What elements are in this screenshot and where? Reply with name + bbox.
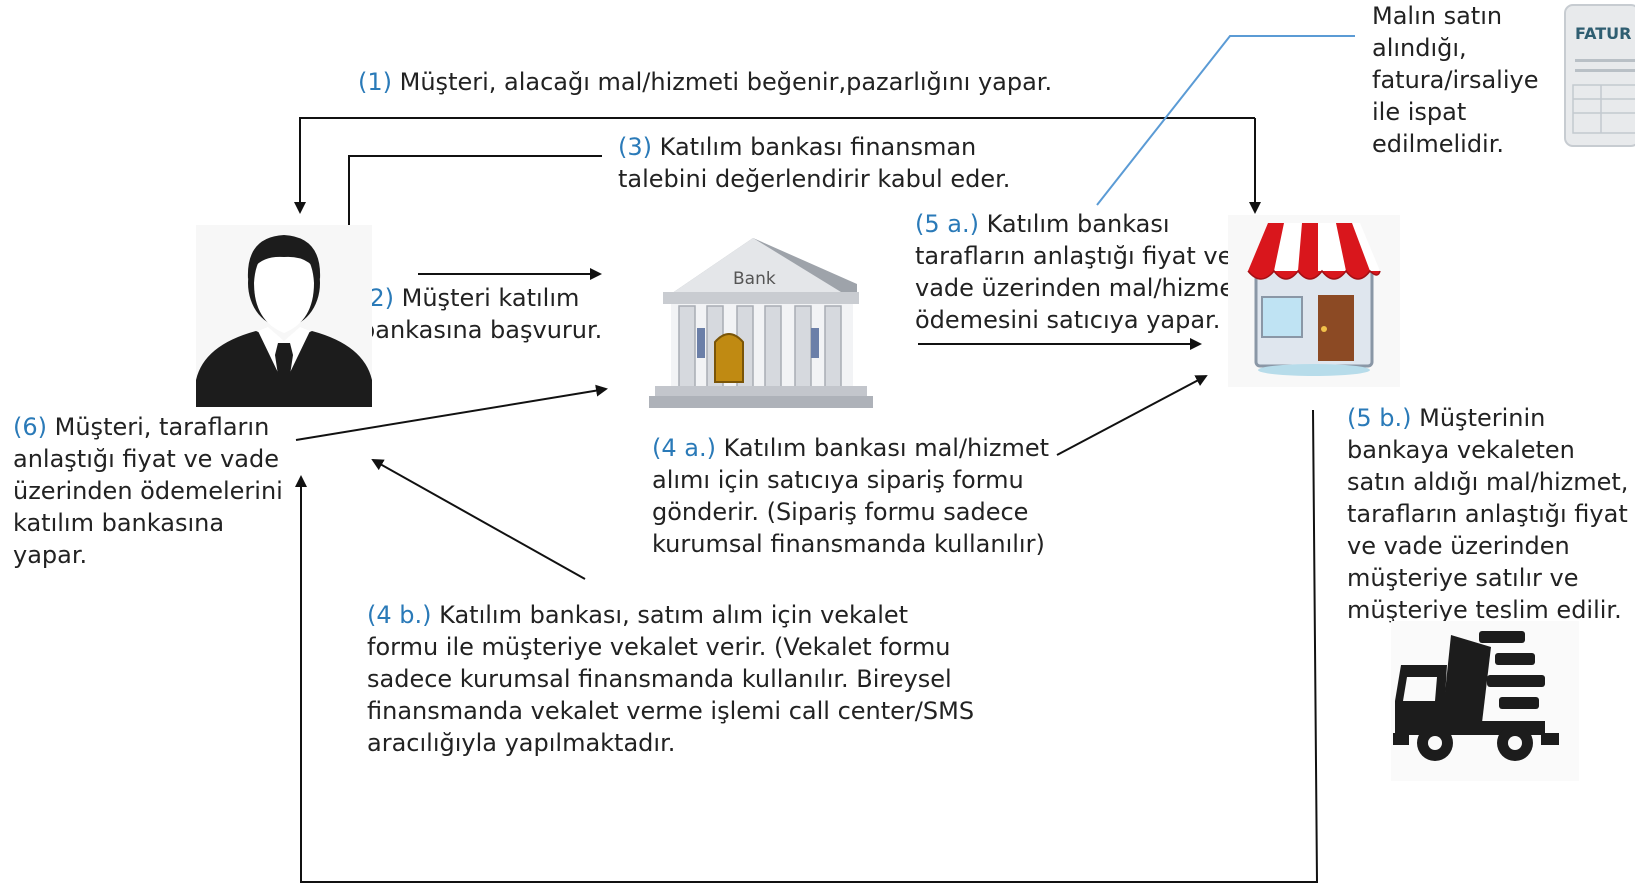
step2-line: bankasına başvurur. — [360, 316, 603, 344]
bank-icon: Bank — [649, 238, 873, 408]
arrow-step3 — [343, 155, 602, 239]
step3-number: (3) — [618, 133, 652, 161]
step6-line: üzerinden ödemelerini — [13, 477, 283, 505]
step4a-line: Katılım bankası mal/hizmet — [723, 434, 1050, 462]
step4a-line: gönderir. (Sipariş formu sadece — [652, 498, 1029, 526]
step1-number: (1) — [358, 68, 392, 96]
delivery-truck-icon — [1391, 621, 1579, 781]
invoice-note: Malın satın alındığı, fatura/irsaliye il… — [1372, 0, 1539, 160]
step5b-line: satın aldığı mal/hizmet, — [1347, 468, 1629, 496]
step4a-text: (4 a.) Katılım bankası mal/hizmet alımı … — [652, 432, 1049, 560]
step4b-line: aracılığıyla yapılmaktadır. — [367, 729, 676, 757]
step5a-text: (5 a.) Katılım bankası tarafların anlaşt… — [915, 208, 1244, 336]
step3-line: talebini değerlendirir kabul eder. — [618, 165, 1011, 193]
step5b-line: müşteriye teslim edilir. — [1347, 596, 1622, 624]
customer-icon — [196, 225, 372, 407]
step5a-line: tarafların anlaştığı fiyat ve — [915, 242, 1233, 270]
step5b-line: tarafların anlaştığı fiyat — [1347, 500, 1628, 528]
step4b-number: (4 b.) — [367, 601, 432, 629]
arrow-step1 — [294, 117, 1255, 214]
invoice-note-line: fatura/irsaliye — [1372, 66, 1539, 94]
invoice-note-line: alındığı, — [1372, 34, 1467, 62]
step5b-line: müşteriye satılır ve — [1347, 564, 1579, 592]
arrow-step4a — [1056, 375, 1208, 456]
step5a-line: ödemesini satıcıya yapar. — [915, 306, 1221, 334]
step4a-number: (4 a.) — [652, 434, 716, 462]
step5a-line: Katılım bankası — [986, 210, 1170, 238]
invoice-label: FATUR — [1575, 24, 1631, 43]
step6-number: (6) — [13, 413, 47, 441]
step5a-number: (5 a.) — [915, 210, 979, 238]
invoice-icon: FATUR — [1564, 4, 1635, 147]
step5b-line: bankaya vekaleten — [1347, 436, 1575, 464]
step6-line: anlaştığı fiyat ve vade — [13, 445, 279, 473]
invoice-note-line: edilmelidir. — [1372, 130, 1505, 158]
bank-sign-text: Bank — [733, 269, 776, 289]
step6-line: Müşteri, tarafların — [54, 413, 270, 441]
arrow-step6 — [295, 384, 608, 441]
step4a-line: kurumsal finansmanda kullanılır) — [652, 530, 1045, 558]
step1-text: (1) Müşteri, alacağı mal/hizmeti beğenir… — [358, 66, 1052, 98]
step4b-line: sadece kurumsal finansmanda kullanılır. … — [367, 665, 952, 693]
step5b-number: (5 b.) — [1347, 404, 1412, 432]
step2-text: (2) Müşteri katılım bankasına başvurur. — [360, 282, 602, 346]
step5b-line: Müşterinin — [1419, 404, 1546, 432]
step5b-line: ve vade üzerinden — [1347, 532, 1570, 560]
arrow-step5b — [295, 409, 1319, 883]
step3-line: Katılım bankası finansman — [659, 133, 977, 161]
arrow-step4b — [371, 459, 586, 580]
step4b-line: Katılım bankası, satım alım için vekalet — [439, 601, 909, 629]
step4a-line: alımı için satıcıya sipariş formu — [652, 466, 1024, 494]
step6-text: (6) Müşteri, tarafların anlaştığı fiyat … — [13, 411, 283, 571]
shop-icon — [1228, 215, 1400, 387]
step4b-line: formu ile müşteriye vekalet verir. (Veka… — [367, 633, 951, 661]
step5a-line: vade üzerinden mal/hizmet — [915, 274, 1244, 302]
step4b-line: finansmanda vekalet verme işlemi call ce… — [367, 697, 975, 725]
step6-line: yapar. — [13, 541, 88, 569]
step2-line: Müşteri katılım — [401, 284, 580, 312]
step6-line: katılım bankasına — [13, 509, 225, 537]
invoice-note-line: Malın satın — [1372, 2, 1503, 30]
step3-text: (3) Katılım bankası finansman talebini d… — [618, 131, 1010, 195]
invoice-note-line: ile ispat — [1372, 98, 1467, 126]
step1-line: Müşteri, alacağı mal/hizmeti beğenir,paz… — [399, 68, 1053, 96]
step5b-text: (5 b.) Müşterinin bankaya vekaleten satı… — [1347, 402, 1628, 626]
step4b-text: (4 b.) Katılım bankası, satım alım için … — [367, 599, 974, 759]
invoice-callout-line — [1096, 35, 1355, 206]
